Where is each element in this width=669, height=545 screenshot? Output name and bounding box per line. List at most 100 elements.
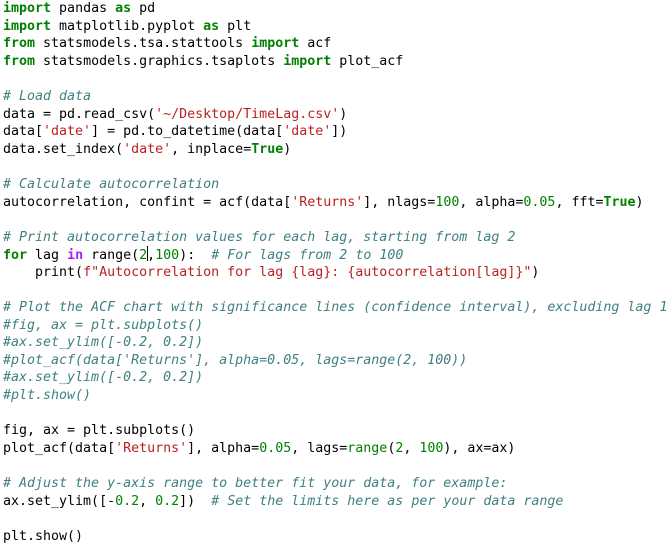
code-line[interactable]: ​	[3, 70, 667, 88]
code-token: in	[67, 248, 84, 264]
code-token: ,	[139, 493, 156, 509]
code-line[interactable]: from statsmodels.tsa.stattools import ac…	[3, 35, 667, 53]
code-token: data.set_index(	[3, 141, 124, 157]
code-line[interactable]: ​	[3, 510, 667, 528]
code-line[interactable]: data = pd.read_csv('~/Desktop/TimeLag.cs…	[3, 106, 667, 124]
code-token: import	[283, 53, 332, 69]
code-token: 'date'	[43, 124, 92, 140]
code-line[interactable]: # Adjust the y-axis range to better fit …	[3, 475, 667, 493]
code-token: 'Returns'	[291, 194, 364, 210]
code-token: lag	[27, 248, 68, 264]
code-token: # Calculate autocorrelation	[3, 176, 220, 192]
code-line[interactable]: from statsmodels.graphics.tsaplots impor…	[3, 53, 667, 71]
code-token: '~/Desktop/TimeLag.csv'	[155, 106, 340, 122]
code-token: from	[3, 53, 36, 69]
code-token: statsmodels.graphics.tsaplots	[35, 53, 284, 69]
code-line[interactable]: ax.set_ylim([-0.2, 0.2]) # Set the limit…	[3, 493, 667, 511]
code-line[interactable]: #ax.set_ylim([-0.2, 0.2])	[3, 369, 667, 387]
code-token: data[	[3, 124, 44, 140]
code-token: # For lags from 2 to 100	[211, 248, 404, 264]
code-token: #fig, ax = plt.subplots()	[3, 317, 204, 333]
code-line[interactable]: data['date'] = pd.to_datetime(data['date…	[3, 123, 667, 141]
code-token: statsmodels.tsa.stattools	[35, 36, 252, 52]
code-token: )	[635, 194, 644, 210]
code-token: # Load data	[3, 88, 92, 104]
code-token: plt.show()	[3, 528, 84, 544]
code-token: )	[283, 141, 292, 157]
code-token: , lags=	[291, 440, 348, 456]
code-token: ,	[147, 248, 156, 264]
code-token: # Print autocorrelation values for each …	[3, 229, 516, 245]
code-line[interactable]: #fig, ax = plt.subplots()	[3, 317, 667, 335]
code-line[interactable]: plot_acf(data['Returns'], alpha=0.05, la…	[3, 440, 667, 458]
code-line[interactable]: # Calculate autocorrelation	[3, 176, 667, 194]
code-token: 2	[395, 440, 404, 456]
code-token: autocorrelation, confint = acf(data[	[3, 194, 292, 210]
code-token: ), ax=ax)	[443, 440, 516, 456]
code-token: 0.05	[523, 194, 556, 210]
code-line[interactable]: ​	[3, 457, 667, 475]
code-token: data = pd.read_csv(	[3, 106, 156, 122]
code-line[interactable]: # Load data	[3, 88, 667, 106]
code-token: , fft=	[555, 194, 604, 210]
code-token: #ax.set_ylim([-0.2, 0.2])	[3, 335, 204, 351]
code-token: import	[3, 1, 52, 16]
code-token: 0.2	[155, 493, 180, 509]
code-line[interactable]: # Plot the ACF chart with significance l…	[3, 299, 667, 317]
code-line[interactable]: ​	[3, 158, 667, 176]
code-line[interactable]: ​	[3, 405, 667, 423]
code-token: pandas	[51, 1, 116, 16]
code-token: for	[3, 248, 28, 264]
code-token: ])	[179, 493, 212, 509]
code-line[interactable]: autocorrelation, confint = acf(data['Ret…	[3, 194, 667, 212]
code-token: , inplace=	[171, 141, 252, 157]
code-token: ])	[331, 124, 348, 140]
code-line[interactable]: print(f"Autocorrelation for lag {lag}: {…	[3, 264, 667, 282]
code-line[interactable]: # Print autocorrelation values for each …	[3, 229, 667, 247]
code-token: "	[523, 264, 532, 280]
code-token: plt	[219, 18, 252, 34]
code-token: 'Returns'	[115, 440, 188, 456]
code-token: 100	[155, 248, 180, 264]
code-token: #ax.set_ylim([-0.2, 0.2])	[3, 370, 204, 386]
code-token: True	[251, 141, 284, 157]
code-line[interactable]: fig, ax = plt.subplots()	[3, 422, 667, 440]
code-token: 100	[419, 440, 444, 456]
code-token: import	[251, 36, 300, 52]
code-token: {autocorrelation[lag]}	[347, 264, 524, 280]
code-token: plot_acf	[331, 53, 404, 69]
code-line[interactable]: plt.show()	[3, 528, 667, 545]
code-token: ] = pd.to_datetime(data[	[91, 124, 284, 140]
code-line[interactable]: ​	[3, 211, 667, 229]
code-line[interactable]: for lag in range(2,100): # For lags from…	[3, 246, 667, 264]
code-line[interactable]: #ax.set_ylim([-0.2, 0.2])	[3, 334, 667, 352]
code-line[interactable]: data.set_index('date', inplace=True)	[3, 141, 667, 159]
code-token: range	[347, 440, 388, 456]
code-token: f"Autocorrelation for lag	[83, 264, 292, 280]
code-token: #plt.show()	[3, 388, 92, 404]
code-token: as	[115, 1, 132, 16]
code-token: 0.05	[259, 440, 292, 456]
code-token: (	[387, 440, 396, 456]
code-token: ax.set_ylim([-	[3, 493, 116, 509]
text-cursor	[146, 246, 148, 262]
code-line[interactable]: import pandas as pd	[3, 0, 667, 18]
code-token: # Adjust the y-axis range to better fit …	[3, 476, 508, 492]
code-line[interactable]: import matplotlib.pyplot as plt	[3, 18, 667, 36]
code-token: matplotlib.pyplot	[51, 18, 204, 34]
code-token: 100	[435, 194, 460, 210]
code-token: 2	[139, 248, 148, 264]
code-token: ], nlags=	[363, 194, 436, 210]
code-token: #plot_acf(data['Returns'], alpha=0.05, l…	[3, 352, 468, 368]
code-token: :	[331, 264, 348, 280]
code-line[interactable]: #plt.show()	[3, 387, 667, 405]
code-line[interactable]: #plot_acf(data['Returns'], alpha=0.05, l…	[3, 352, 667, 370]
code-token: range(	[83, 248, 140, 264]
code-token: 0.2	[115, 493, 140, 509]
code-token: ,	[403, 440, 420, 456]
code-token: , alpha=	[459, 194, 524, 210]
code-token: from	[3, 36, 36, 52]
code-line[interactable]: ​	[3, 282, 667, 300]
